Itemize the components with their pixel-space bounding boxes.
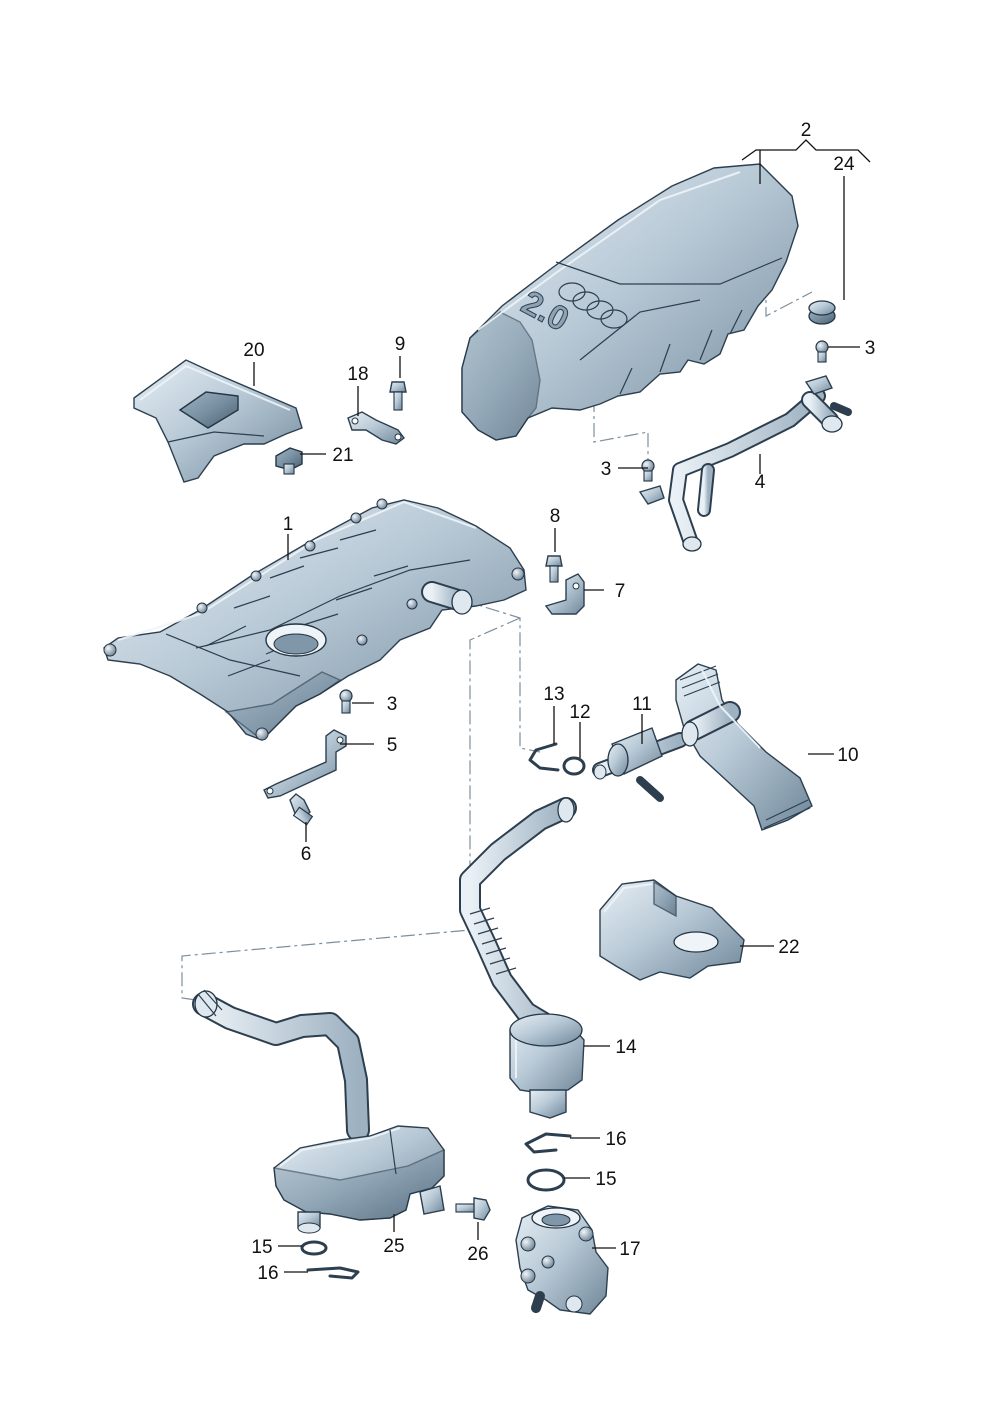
support-strap: [263, 729, 347, 799]
bolt-housing: [455, 1197, 491, 1221]
callout-11: 11: [632, 694, 652, 715]
retainer-clip: [275, 447, 303, 475]
heat-shield: [599, 879, 745, 981]
intake-hose: [675, 663, 813, 831]
spring-clip-separator: [524, 1132, 572, 1154]
pressure-regulating-valve: [592, 727, 688, 802]
callout-13: 13: [543, 684, 564, 705]
leader-lines: [253, 139, 871, 1273]
callout-20: 20: [243, 340, 264, 361]
callouts: 2 24 3 3 4 20 9 18 21 1 8 7 3 5 6 13 12 …: [243, 120, 875, 1284]
callout-5: 5: [387, 735, 398, 756]
ball-stud-valve-cover: [339, 689, 353, 714]
screw-strap: [289, 793, 314, 826]
callout-10: 10: [837, 745, 858, 766]
o-ring-separator: [526, 1168, 566, 1192]
o-ring-upper: [562, 756, 586, 776]
oil-separator: [509, 1013, 585, 1119]
callout-24: 24: [833, 154, 855, 175]
grommet: [808, 300, 836, 325]
cover-support-bracket: [638, 375, 852, 552]
cover-logo-rings: [558, 282, 628, 329]
callout-7: 7: [615, 581, 626, 602]
separator-hose: [192, 989, 370, 1142]
connecting-piece: [515, 1205, 609, 1315]
callout-2: 2: [801, 120, 812, 141]
callout-3: 3: [601, 459, 612, 480]
callout-6: 6: [301, 844, 312, 865]
callout-17: 17: [619, 1239, 640, 1260]
ball-stud-lower-left: [641, 459, 655, 482]
callout-16: 16: [257, 1263, 278, 1284]
valve-cover: [103, 498, 527, 741]
cam-cover-shield: [133, 359, 303, 483]
bolt-mid: [545, 555, 563, 583]
spring-clip-upper: [528, 742, 560, 772]
callout-22: 22: [778, 937, 799, 958]
spring-clip-housing: [306, 1266, 360, 1280]
callout-4: 4: [755, 472, 766, 493]
callout-9: 9: [395, 334, 406, 355]
callout-15: 15: [595, 1169, 616, 1190]
callout-21: 21: [332, 445, 353, 466]
callout-14: 14: [615, 1037, 637, 1058]
ball-stud-upper-right: [815, 340, 829, 363]
callout-3: 3: [387, 694, 398, 715]
callout-12: 12: [569, 702, 590, 723]
callout-26: 26: [467, 1244, 488, 1265]
callout-25: 25: [383, 1236, 404, 1257]
callout-1: 1: [283, 514, 294, 535]
o-ring-housing: [300, 1240, 328, 1256]
callout-3: 3: [865, 338, 876, 359]
small-bracket: [347, 411, 405, 445]
oil-separator-housing: [273, 1125, 445, 1234]
callout-8: 8: [550, 506, 561, 527]
callout-15: 15: [251, 1237, 272, 1258]
angle-bracket: [544, 573, 585, 615]
breather-hose: [459, 797, 577, 1035]
callout-18: 18: [347, 364, 368, 385]
engine-cover: 2.0: [461, 163, 799, 441]
bolt-upper: [389, 381, 407, 411]
callout-16: 16: [605, 1129, 626, 1150]
